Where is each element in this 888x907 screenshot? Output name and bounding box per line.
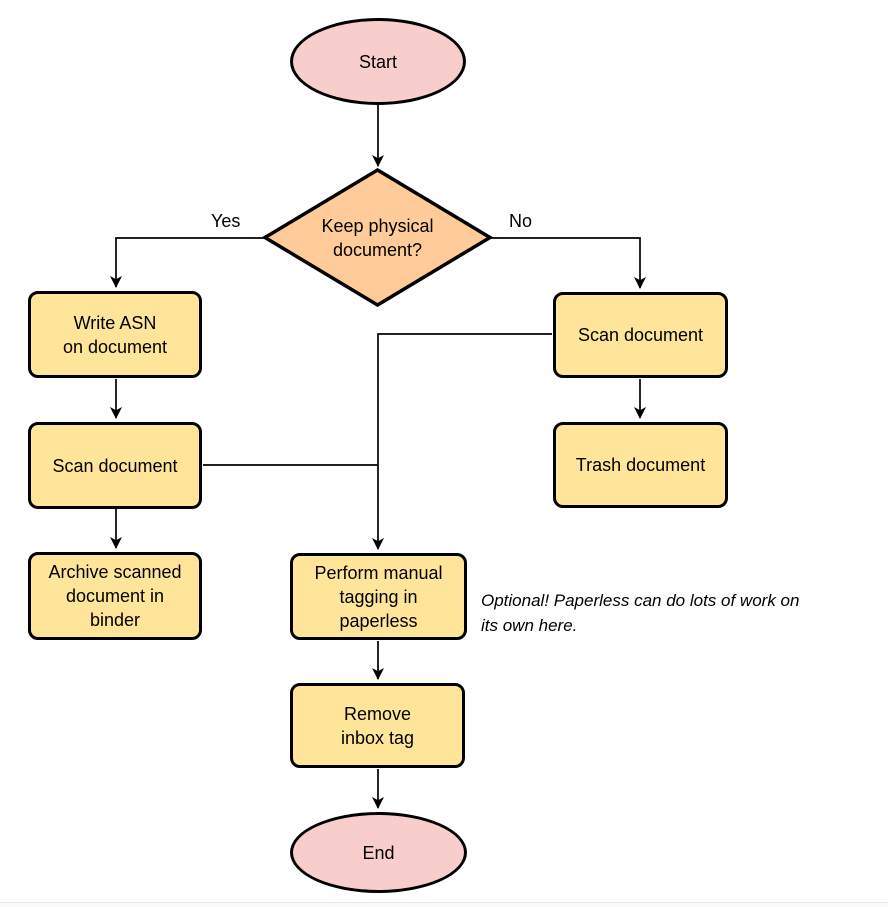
scan-left-label: Scan document <box>52 455 178 476</box>
start-terminator: Start <box>290 18 466 105</box>
edge-label-no: No <box>507 211 535 232</box>
decision-diamond-polygon <box>261 167 494 308</box>
page-bottom-edge <box>0 902 888 907</box>
scan-right-label: Scan document <box>577 325 704 345</box>
decision-diamond-shape <box>261 167 494 308</box>
start-label: Start <box>358 51 397 72</box>
edge-decision-yes <box>110 237 264 288</box>
process-archive-scanned-document: Archive scanned document in binder <box>28 552 202 640</box>
trash-label: Trash document <box>575 455 706 475</box>
optional-note: Optional! Paperless can do lots of work … <box>481 591 800 635</box>
tagging-label: Perform manual tagging in paperless <box>314 562 443 631</box>
process-perform-manual-tagging: Perform manual tagging in paperless <box>290 553 467 640</box>
archive-label: Archive scanned document in binder <box>48 562 182 630</box>
edge-decision-no <box>491 237 646 289</box>
edge-scanright-to-tagging <box>372 333 552 550</box>
end-terminator: End <box>290 812 467 893</box>
write-asn-label: Write ASN on document <box>62 312 168 357</box>
decision-label: Keep physical document? <box>321 215 434 260</box>
end-label: End <box>362 842 395 863</box>
process-trash-document: Trash document <box>553 422 728 508</box>
process-scan-document-right: Scan document <box>553 292 728 378</box>
edge-label-yes: Yes <box>209 211 243 232</box>
remove-inbox-label: Remove inbox tag <box>340 703 415 748</box>
process-scan-document-left: Scan document <box>28 422 202 509</box>
process-write-asn-on-document: Write ASN on document <box>28 291 202 378</box>
process-remove-inbox-tag: Remove inbox tag <box>290 683 465 768</box>
decision-keep-physical-document: Keep physical document? <box>261 166 494 309</box>
